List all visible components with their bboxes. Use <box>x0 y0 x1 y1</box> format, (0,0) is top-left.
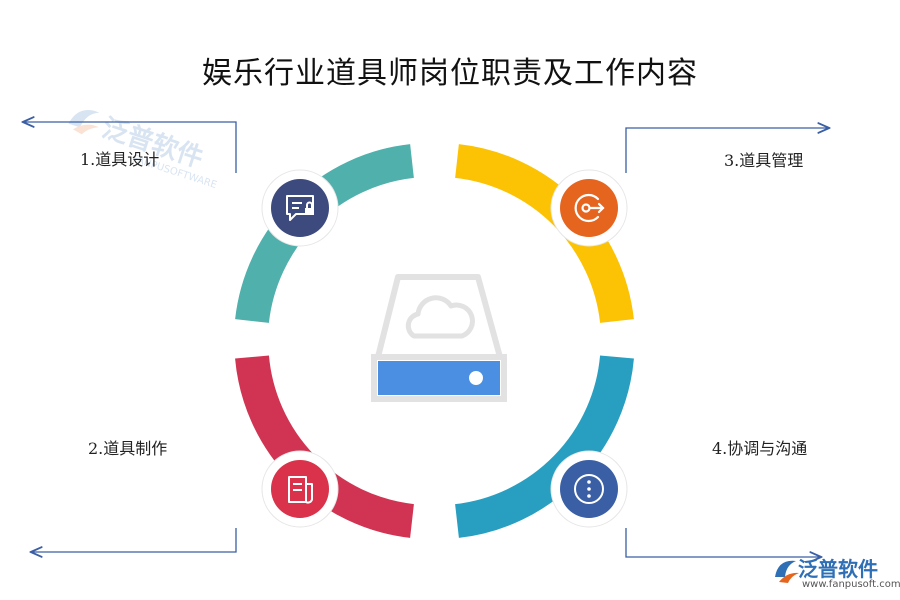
cloud-drive-icon <box>371 274 507 402</box>
badge-design <box>261 169 339 247</box>
brand-name: 泛普软件 <box>798 557 878 581</box>
document-icon <box>288 476 314 504</box>
login-arrow-icon <box>574 193 605 223</box>
badge-manage <box>550 169 628 247</box>
connector-manage <box>625 128 828 173</box>
brand-logo: 泛普软件 www.fanpusoft.com <box>772 553 900 597</box>
chat-lock-icon <box>286 195 314 221</box>
connector-design <box>24 122 237 173</box>
brand-url: www.fanpusoft.com <box>802 579 900 590</box>
connector-make <box>32 528 237 552</box>
more-vertical-icon <box>574 474 604 504</box>
label-coordinate: 4.协调与沟通 <box>712 439 808 458</box>
label-make: 2.道具制作 <box>88 439 168 458</box>
badge-coordinate <box>550 450 628 528</box>
label-manage: 3.道具管理 <box>724 151 804 170</box>
page-title: 娱乐行业道具师岗位职责及工作内容 <box>202 56 698 91</box>
badge-make <box>261 450 339 528</box>
connector-coordinate <box>625 528 820 557</box>
watermark-logo: 泛普软件 FANPUSOFTWARE <box>50 86 236 215</box>
brand-logo-icon <box>775 560 799 583</box>
label-design: 1.道具设计 <box>80 150 160 169</box>
watermark-logo-icon <box>68 110 100 135</box>
